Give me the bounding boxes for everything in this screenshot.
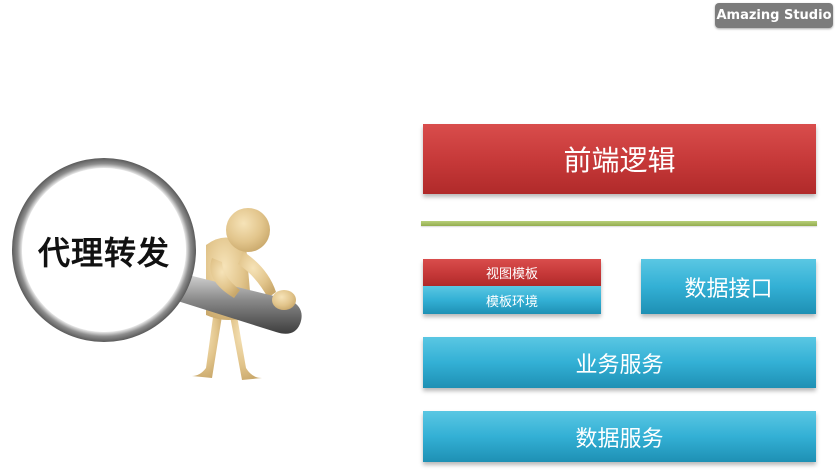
magnifier-figure: 代理转发 [0, 150, 320, 390]
business-service-block: 业务服务 [423, 337, 816, 388]
layer-divider [421, 221, 817, 226]
magnifier-label: 代理转发 [37, 234, 170, 272]
frontend-logic-block: 前端逻辑 [423, 124, 816, 194]
data-service-block: 数据服务 [423, 411, 816, 462]
magnifier-figure-icon [12, 158, 302, 380]
template-env-block: 模板环境 [423, 286, 601, 314]
studio-badge: Amazing Studio [715, 3, 833, 28]
view-template-block: 视图模板 [423, 259, 601, 286]
data-interface-block: 数据接口 [641, 259, 816, 314]
